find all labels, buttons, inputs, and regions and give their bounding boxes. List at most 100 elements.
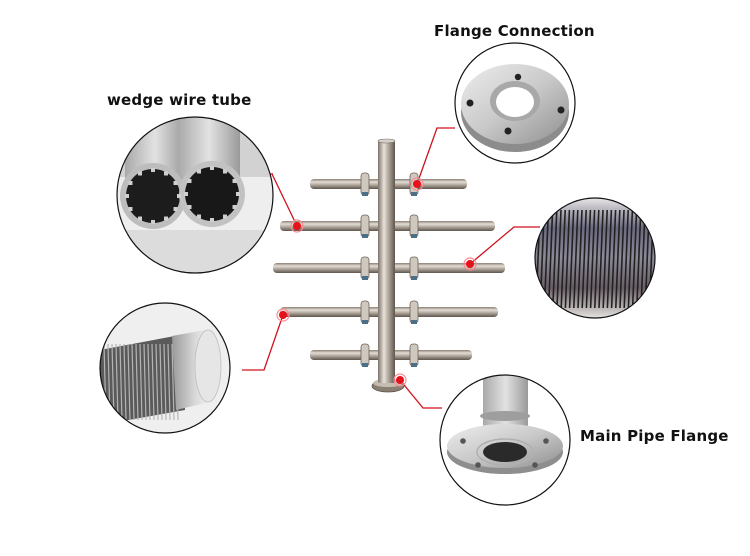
coupling-bolt [411, 320, 417, 324]
support-rod [128, 207, 133, 211]
thread-wire [139, 343, 143, 421]
bolt-hole [475, 462, 481, 468]
leader-slot-tube [469, 226, 540, 265]
support-rod [187, 205, 192, 209]
slot-wire [568, 209, 575, 309]
support-rod [187, 179, 192, 183]
support-rod [197, 214, 201, 219]
coupling-bolt [411, 363, 417, 367]
thread-wire [135, 343, 139, 421]
label-main-pipe-flange: Main Pipe Flange [580, 427, 729, 445]
slot-wire [585, 209, 592, 309]
slot-wire [606, 209, 613, 309]
callout-markers [276, 177, 477, 387]
support-rod [232, 179, 237, 183]
support-rod [125, 194, 129, 198]
thread-wire [167, 343, 171, 421]
pipe-coupling [360, 214, 370, 238]
pipe-coupling [360, 300, 370, 324]
support-rod [236, 192, 240, 196]
slot-wire [636, 209, 642, 309]
slot-wire [547, 209, 554, 309]
marker-dot [293, 222, 301, 230]
detail-circle-border [534, 197, 656, 319]
coupling-bolt [362, 234, 368, 238]
thread-wire [151, 343, 155, 421]
pipe-coupling [360, 172, 370, 196]
support-rod [223, 169, 227, 174]
pipe-coupling [360, 343, 370, 367]
support-rod [164, 216, 168, 221]
thread-wire [119, 343, 123, 421]
support-rod [173, 207, 178, 211]
slot-wire [623, 209, 629, 309]
thread-wire [123, 343, 127, 421]
slot-wire [573, 209, 579, 309]
detail-circle-border [454, 42, 576, 164]
support-rod [184, 192, 188, 196]
pipe-coupling [409, 300, 419, 324]
leader-end-cap [242, 314, 284, 371]
detail-circle-border [439, 374, 571, 506]
leader-main-pipe-flange [399, 379, 442, 409]
coupling-bolt [411, 192, 417, 196]
marker-dot [413, 180, 421, 188]
marker-ring [410, 177, 424, 191]
marker-ring [290, 219, 304, 233]
marker-dot [396, 376, 404, 384]
slot-wire [560, 209, 566, 309]
coupling-bolt [411, 276, 417, 280]
detail-circle-border [99, 302, 231, 434]
coupling-bolt [411, 234, 417, 238]
slot-wire [564, 209, 571, 309]
detail-flange-connection [454, 42, 576, 164]
slot-wire [598, 209, 604, 309]
slot-wire [556, 209, 562, 309]
slot-wire [615, 209, 621, 309]
detail-main-pipe-flange [439, 374, 571, 506]
label-wedge-wire-tube: wedge wire tube [107, 91, 252, 109]
bolt-hole [532, 462, 538, 468]
support-rod [223, 214, 227, 219]
slot-wire [627, 209, 634, 309]
support-rod [210, 166, 214, 170]
slot-wire [589, 209, 596, 309]
coupling-bolt [362, 192, 368, 196]
slot-wire [594, 209, 600, 309]
bolt-hole [460, 438, 466, 444]
header-lateral-assembly [273, 138, 505, 393]
slot-wire [610, 209, 617, 309]
pipe-coupling [409, 343, 419, 367]
support-rod [151, 220, 155, 224]
bolt-hole [543, 438, 549, 444]
pipe-coupling [409, 256, 419, 280]
bolt-hole [557, 106, 565, 114]
lateral-pipes [273, 172, 505, 367]
thread-wire [143, 343, 147, 421]
thread-wire [147, 343, 151, 421]
label-flange-connection: Flange Connection [434, 22, 595, 40]
detail-slotted-tube [534, 197, 656, 319]
pipe-coupling [409, 214, 419, 238]
thread-wire [127, 343, 131, 421]
slot-wire [577, 209, 583, 309]
marker-ring [276, 308, 290, 322]
support-rod [210, 218, 214, 222]
pipe-coupling [360, 256, 370, 280]
thread-wire [171, 343, 175, 421]
wedge-wire-rods [125, 166, 240, 224]
support-rod [128, 181, 133, 185]
support-rod [164, 171, 168, 176]
coupling-bolt [362, 320, 368, 324]
support-rod [232, 205, 237, 209]
detail-circle-border [116, 116, 274, 274]
bolt-hole [514, 73, 522, 81]
detail-wedge-wire-tube [116, 116, 274, 274]
main-pipe [378, 140, 395, 383]
slot-wire [552, 209, 558, 309]
marker-dot [279, 311, 287, 319]
main-pipe-top [377, 138, 396, 144]
thread-wire [131, 343, 135, 421]
marker-ring [463, 257, 477, 271]
